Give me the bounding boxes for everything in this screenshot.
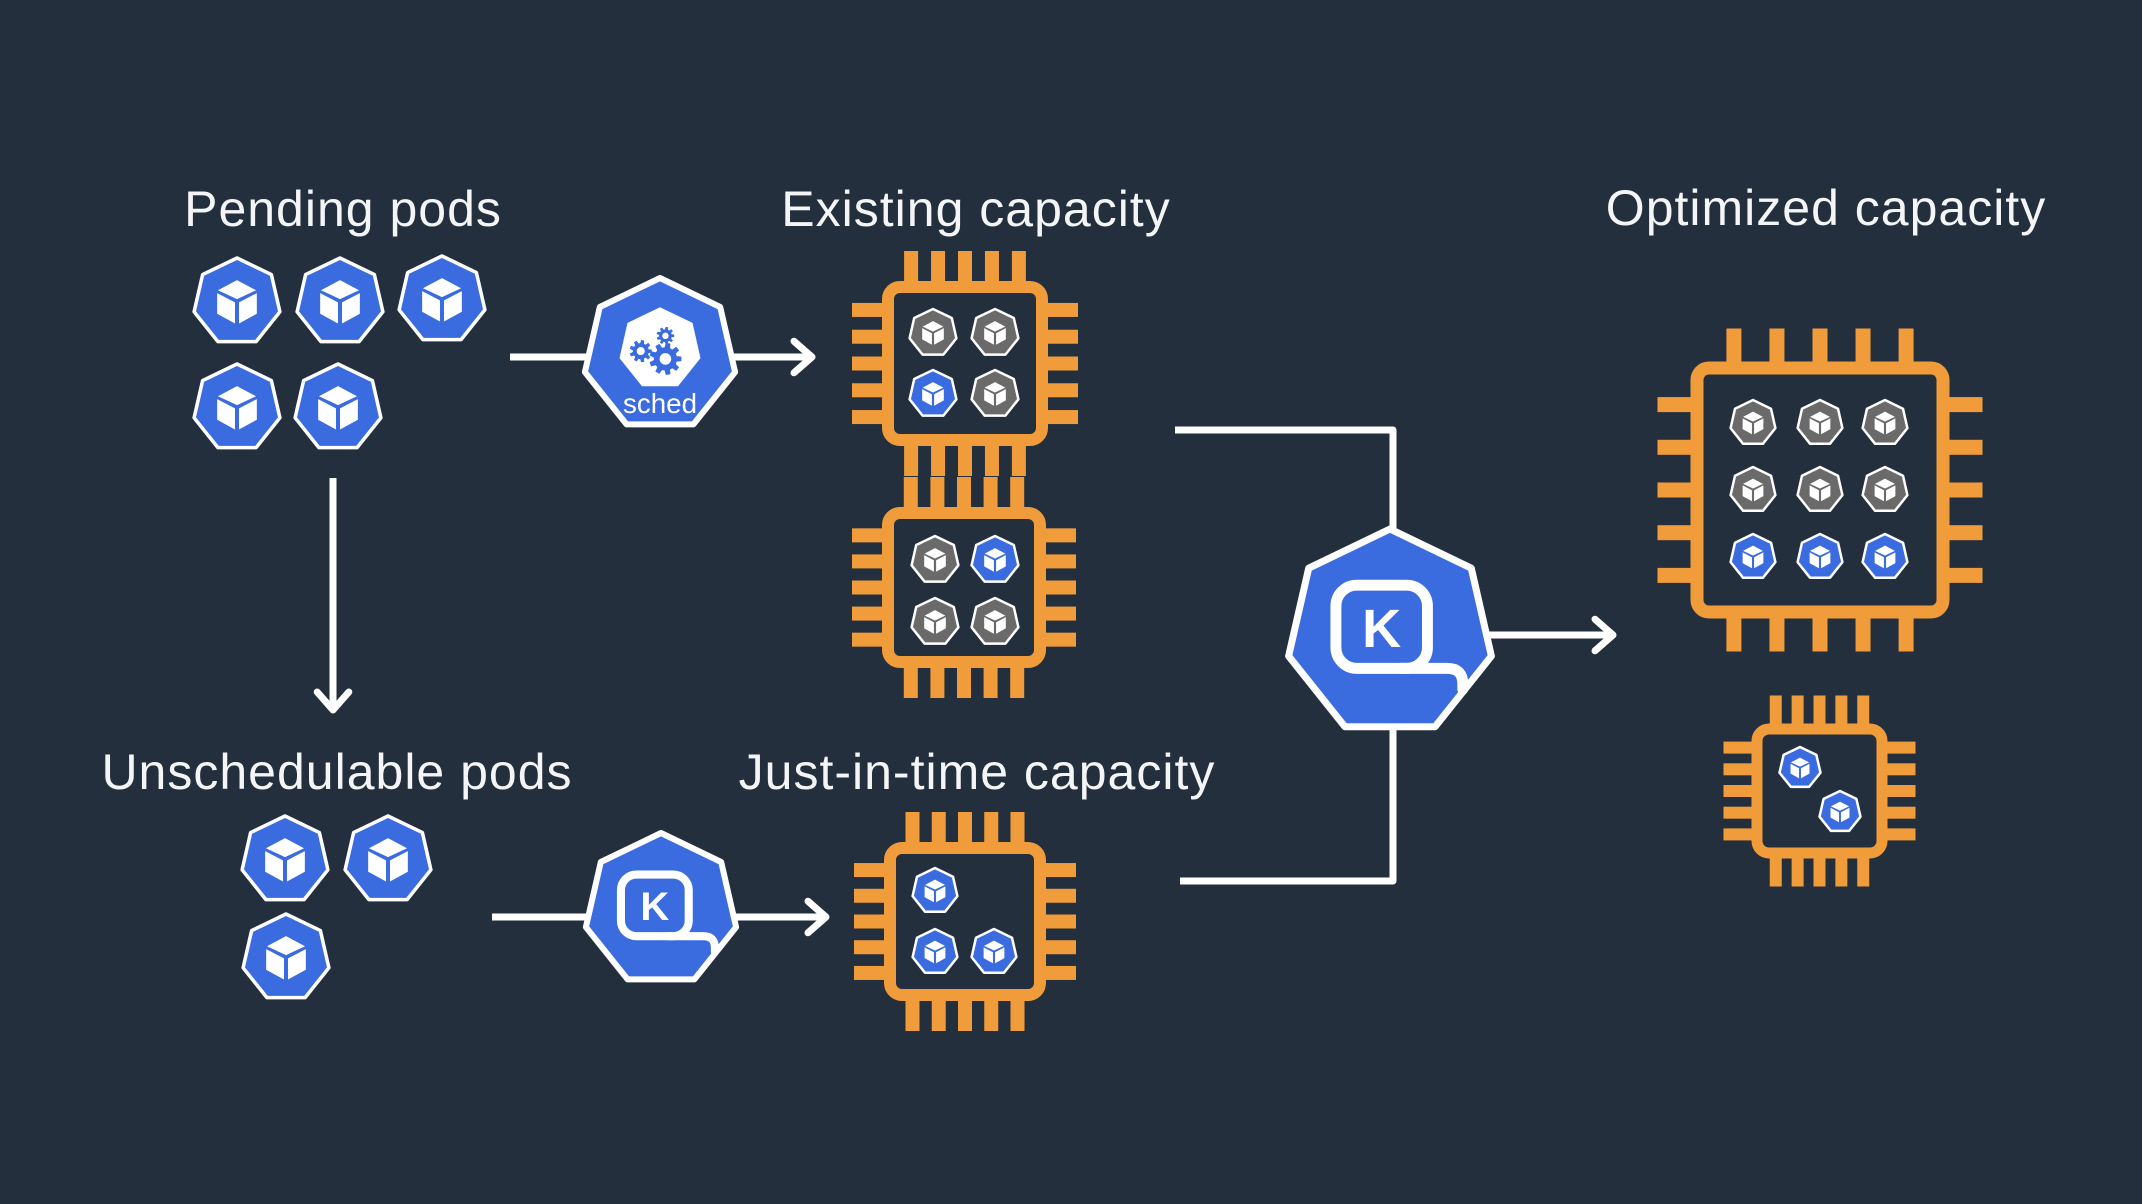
pod-icon [1861, 532, 1909, 579]
cube-icon [922, 382, 944, 406]
pod-icon [908, 368, 958, 417]
pod-icon [911, 866, 959, 913]
cube-icon [1809, 545, 1831, 569]
cube-icon [984, 548, 1006, 572]
cube-icon [368, 838, 408, 882]
kube-scheduler-icon: sched [581, 275, 739, 428]
karpenter-logo-box [616, 870, 693, 941]
unschedulable-pods-label: Unschedulable pods [101, 744, 573, 800]
karpenter-logo-letter: K [640, 885, 669, 929]
pod-icon [295, 256, 385, 344]
pod-icon [240, 814, 330, 902]
arrowhead [804, 897, 830, 937]
pod-icon [908, 307, 958, 356]
jit-capacity-label: Just-in-time capacity [738, 744, 1216, 800]
scheduler-label: sched [623, 388, 697, 419]
cube-icon [1742, 478, 1764, 502]
chip-existing-node-1 [852, 251, 1078, 476]
arrowhead [1591, 615, 1617, 655]
cube-icon [217, 280, 257, 324]
pod-icon [970, 534, 1020, 583]
pod-icon [970, 368, 1020, 417]
arrowhead [313, 688, 353, 714]
gear-icon [629, 340, 652, 363]
cube-icon [1742, 545, 1764, 569]
pod-icon [1729, 532, 1777, 579]
cube-icon [320, 280, 360, 324]
pod-icon [241, 912, 331, 1000]
pod-icon [1818, 789, 1862, 833]
pending-pods-label: Pending pods [184, 181, 502, 237]
cube-icon [266, 936, 306, 980]
karpenter-logo-box [1330, 579, 1433, 674]
pod-icon [970, 307, 1020, 356]
cube-icon [924, 879, 946, 903]
pod-icon [1796, 398, 1844, 445]
karpenter-icon-main: K [1285, 525, 1495, 731]
chip-optimized-node-large [1657, 328, 1983, 652]
cube-icon [984, 321, 1006, 345]
pod-icon [1729, 465, 1777, 512]
pod-icon [1729, 398, 1777, 445]
unschedulable-pods [240, 814, 433, 1000]
connector-scheduler-to-existing [728, 337, 816, 377]
pod-icon [192, 256, 282, 344]
pod-icon [910, 534, 960, 583]
connector-karpenter-to-jit [728, 897, 830, 937]
pod-icon [293, 362, 383, 450]
cube-icon [1874, 545, 1896, 569]
pod-icon [1778, 745, 1822, 789]
karpenter-logo-letter: K [1362, 599, 1401, 659]
connector-existing-to-karpenter-main [1175, 426, 1397, 545]
cube-icon [1874, 478, 1896, 502]
karpenter-logo-tail [1394, 662, 1469, 695]
cube-icon [984, 610, 1006, 634]
cube-icon [983, 940, 1005, 964]
connector-karpenter-main-to-optimized [1470, 615, 1617, 655]
existing-capacity-label: Existing capacity [781, 181, 1171, 237]
arrowhead [790, 337, 816, 377]
cube-icon [922, 321, 944, 345]
cube-icon [265, 838, 305, 882]
cube-icon [1809, 411, 1831, 435]
pod-icon [970, 596, 1020, 645]
chip-jit-node [854, 812, 1076, 1031]
gear-icon [649, 342, 682, 375]
pod-icon [970, 927, 1018, 974]
karpenter-logo-tail [664, 932, 719, 956]
cube-icon [924, 610, 946, 634]
cube-icon [1874, 411, 1896, 435]
pod-icon [1861, 465, 1909, 512]
cube-icon [217, 386, 257, 430]
cube-icon [984, 382, 1006, 406]
pending-pods [192, 254, 487, 450]
optimized-capacity-label: Optimized capacity [1605, 180, 2047, 236]
pod-icon [397, 254, 487, 342]
connector-pending-to-unschedulable [313, 478, 353, 714]
connector-jit-to-karpenter-main [1180, 725, 1397, 885]
karpenter-icon-small: K [582, 830, 740, 983]
cube-icon [422, 278, 462, 322]
cube-icon [1790, 757, 1810, 779]
pod-icon [192, 362, 282, 450]
pod-icon [1796, 532, 1844, 579]
pod-icon [343, 814, 433, 902]
cube-icon [924, 548, 946, 572]
chip-existing-node-2 [852, 477, 1076, 698]
cube-icon [1830, 801, 1850, 823]
pod-icon [1861, 398, 1909, 445]
pod-icon [911, 927, 959, 974]
chip-optimized-node-small [1723, 695, 1916, 887]
cube-icon [318, 386, 358, 430]
cube-icon [1742, 411, 1764, 435]
pod-icon [1796, 465, 1844, 512]
pod-icon [910, 596, 960, 645]
cube-icon [924, 940, 946, 964]
cube-icon [1809, 478, 1831, 502]
gear-icon [656, 326, 675, 345]
